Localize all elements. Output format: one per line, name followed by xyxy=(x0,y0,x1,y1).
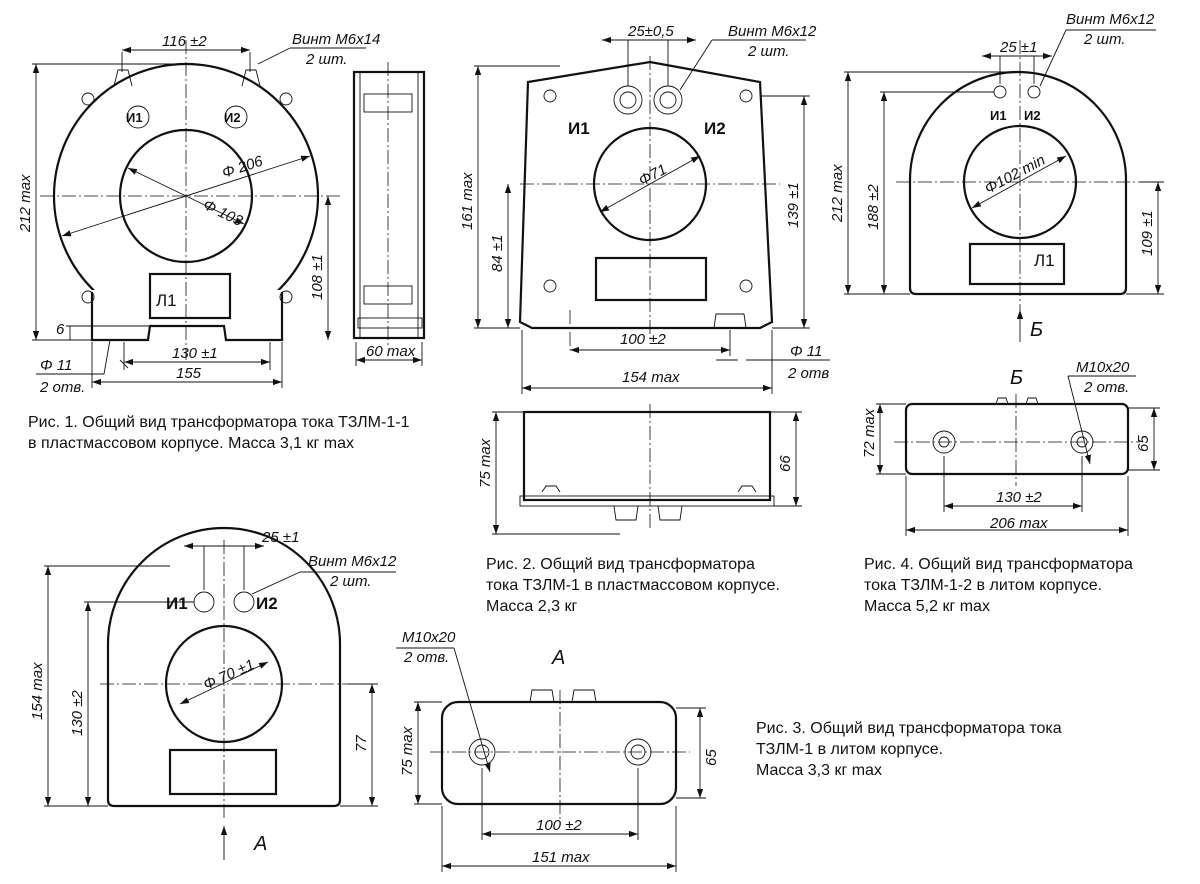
fig3-view-mark-front: A xyxy=(253,833,267,855)
fig3-dim-130: 130 ±2 xyxy=(69,690,86,736)
fig4-view-mark-front: Б xyxy=(1030,319,1043,341)
fig3-dim-154: 154 max xyxy=(29,662,46,720)
fig4-bottom-view xyxy=(876,375,1160,536)
fig1-caption: Рис. 1. Общий вид трансформатора тока ТЗ… xyxy=(28,412,409,454)
fig4-dim-206: 206 max xyxy=(989,515,1048,532)
fig1-dim-108: 108 ±1 xyxy=(309,254,326,300)
fig2-terminal-i1: И1 xyxy=(568,119,590,138)
fig2-dim-25: 25±0,5 xyxy=(627,23,674,40)
fig3-dim-65: 65 xyxy=(703,749,720,766)
fig2-screw-count: 2 шт. xyxy=(747,43,789,60)
fig4-view-mark-bottom: Б xyxy=(1010,367,1023,389)
fig3-holes-count: 2 отв. xyxy=(403,649,449,666)
fig2-caption: Рис. 2. Общий вид трансформатора тока ТЗ… xyxy=(486,554,780,617)
fig1-caption-line1: Рис. 1. Общий вид трансформатора тока ТЗ… xyxy=(28,414,410,431)
fig3-terminal-i1: И1 xyxy=(166,594,188,613)
fig1-front-view xyxy=(32,40,366,388)
fig1-side-view xyxy=(352,62,426,366)
fig3-terminal-i2: И2 xyxy=(256,594,278,613)
fig2-caption-line3: Масса 2,3 кг xyxy=(486,598,578,615)
fig2-terminal-i2: И2 xyxy=(704,119,726,138)
fig3-dim-151: 151 max xyxy=(532,849,590,866)
fig1-screw-label: Винт М6х14 xyxy=(292,31,380,48)
fig3-dim-100: 100 ±2 xyxy=(536,817,582,834)
fig3-dim-75: 75 max xyxy=(399,726,416,776)
fig1-dim-155: 155 xyxy=(176,365,202,382)
fig4-dim-188: 188 ±2 xyxy=(865,184,882,230)
fig3-dim-25: 25 ±1 xyxy=(261,529,299,546)
fig2-dim-84: 84 ±1 xyxy=(489,235,506,272)
fig2-front-view xyxy=(474,36,830,394)
fig4-terminal-i2: И2 xyxy=(1024,108,1041,123)
fig3-dim-77: 77 xyxy=(353,735,370,752)
fig2-screw-label: Винт М6х12 xyxy=(728,23,817,40)
fig1-plate-label: Л1 xyxy=(156,291,177,310)
fig4-caption-line1: Рис. 4. Общий вид трансформатора xyxy=(864,556,1133,573)
fig2-dim-66: 66 xyxy=(777,455,794,472)
fig2-dim-100: 100 ±2 xyxy=(620,331,666,348)
fig1-dim-60: 60 max xyxy=(366,343,416,360)
fig4-dim-109: 109 ±1 xyxy=(1139,210,1156,256)
fig3-m10-label: M10x20 xyxy=(402,629,456,646)
fig1-dim-130: 130 ±1 xyxy=(172,345,218,362)
fig4-caption-line2: тока ТЗЛМ-1-2 в литом корпусе. xyxy=(864,577,1103,594)
fig4-screw-label: Винт М6х12 xyxy=(1066,11,1155,28)
fig3-view-mark-bottom: A xyxy=(551,647,565,669)
fig4-plate-label: Л1 xyxy=(1034,251,1055,270)
fig1-dim-212: 212 max xyxy=(17,174,34,233)
fig4-caption: Рис. 4. Общий вид трансформатора тока ТЗ… xyxy=(864,554,1133,617)
fig2-dim-154: 154 max xyxy=(622,369,680,386)
fig2-dim-d11: Φ 11 xyxy=(790,343,822,360)
fig3-caption-line3: Масса 3,3 кг max xyxy=(756,762,882,779)
fig1-dim-d11: Φ 11 xyxy=(40,357,72,374)
fig2-dim-161: 161 max xyxy=(459,172,476,230)
fig1-dim-116: 116 ±2 xyxy=(162,33,207,50)
fig3-caption-line1: Рис. 3. Общий вид трансформатора тока xyxy=(756,720,1062,737)
fig2-bottom-view xyxy=(492,404,802,535)
fig2-caption-line1: Рис. 2. Общий вид трансформатора xyxy=(486,556,755,573)
fig4-holes-count: 2 отв. xyxy=(1083,379,1129,396)
fig2-holes-count: 2 отв xyxy=(787,365,829,382)
fig3-bottom-view xyxy=(396,647,706,872)
fig2-dim-139: 139 ±1 xyxy=(785,182,802,228)
fig4-terminal-i1: И1 xyxy=(990,108,1007,123)
fig1-caption-line2: в пластмассовом корпусе. Масса 3,1 кг ma… xyxy=(28,435,355,452)
fig3-screw-count: 2 шт. xyxy=(329,573,371,590)
fig1-dim-6: 6 xyxy=(56,321,65,338)
fig3-front-view xyxy=(44,526,396,860)
fig4-caption-line3: Масса 5,2 кг max xyxy=(864,598,990,615)
fig1-terminal-i2: И2 xyxy=(224,110,241,125)
fig4-screw-count: 2 шт. xyxy=(1083,31,1125,48)
fig1-screw-count: 2 шт. xyxy=(305,51,347,68)
fig3-screw-label: Винт М6х12 xyxy=(308,553,397,570)
fig1-terminal-i1: И1 xyxy=(126,110,143,125)
fig4-dim-25: 25 ±1 xyxy=(999,39,1037,56)
fig2-caption-line2: тока ТЗЛМ-1 в пластмассовом корпусе. xyxy=(486,577,780,594)
fig1-holes-count: 2 отв. xyxy=(39,379,85,396)
fig4-dim-130: 130 ±2 xyxy=(996,489,1042,506)
fig4-dim-212: 212 max xyxy=(829,164,846,223)
fig4-m10-label: M10x20 xyxy=(1076,359,1130,376)
fig3-caption-line2: ТЗЛМ-1 в литом корпусе. xyxy=(756,741,944,758)
fig2-dim-75: 75 max xyxy=(477,438,494,488)
fig3-caption: Рис. 3. Общий вид трансформатора тока ТЗ… xyxy=(756,718,1062,781)
fig4-front-view xyxy=(844,29,1164,342)
fig4-dim-65: 65 xyxy=(1135,435,1152,452)
fig4-dim-72: 72 max xyxy=(861,408,878,458)
